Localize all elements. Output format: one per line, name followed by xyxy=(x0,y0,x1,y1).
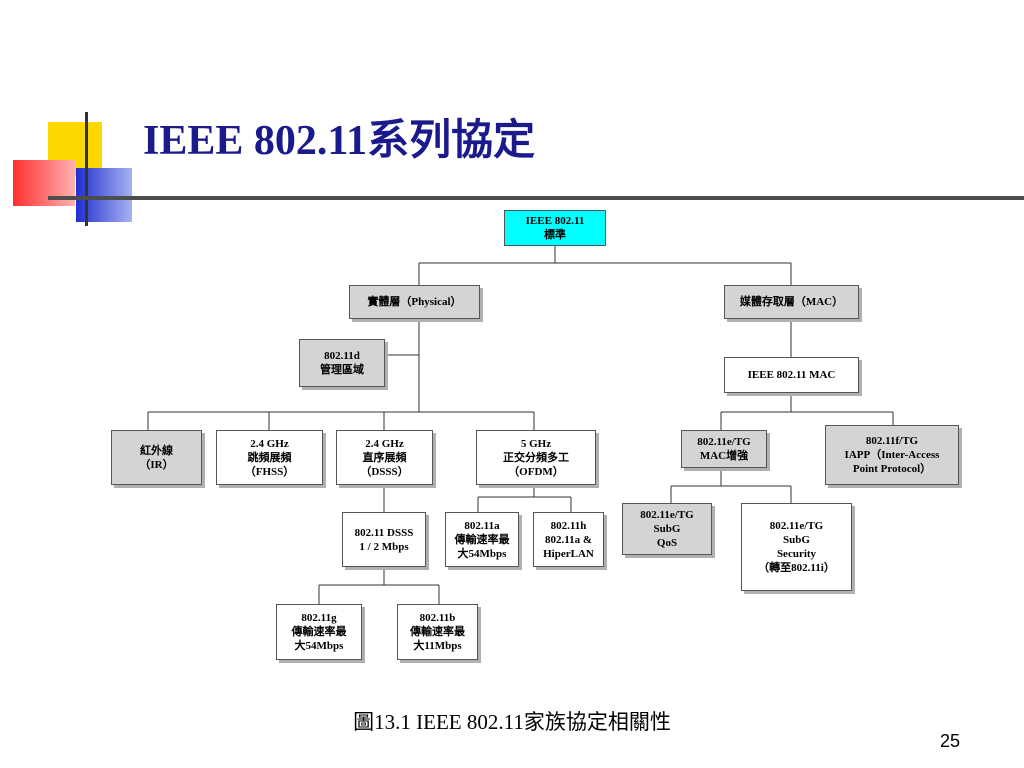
node-fhss: 2.4 GHz 跳頻展頻 （FHSS） xyxy=(216,430,323,485)
node-line: 直序展頻 xyxy=(362,451,407,464)
node-line: 大54Mbps xyxy=(457,547,507,560)
node-802-11f-iapp: 802.11f/TG IAPP（Inter-Access Point Proto… xyxy=(825,425,959,485)
node-ieee-802-11-standard: IEEE 802.11 標準 xyxy=(504,210,606,246)
node-802-11d: 802.11d 管理區域 xyxy=(299,339,385,387)
node-line: （DSSS） xyxy=(360,465,409,478)
node-line: 傳輸速率最 xyxy=(454,533,510,546)
node-line: 2.4 GHz xyxy=(365,437,404,450)
node-line: 大54Mbps xyxy=(294,640,344,652)
title-divider xyxy=(48,196,1024,200)
node-line: 大11Mbps xyxy=(413,640,462,652)
node-line: 跳頻展頻 xyxy=(247,451,292,464)
node-line: 802.11e/TG xyxy=(769,520,824,532)
node-line: 紅外線 xyxy=(140,444,173,457)
node-line: （OFDM） xyxy=(508,465,564,478)
node-line: （FHSS） xyxy=(244,465,295,478)
node-line: 802.11h xyxy=(550,519,587,532)
node-line: 802.11a & xyxy=(544,533,593,546)
node-line: （IR） xyxy=(139,458,174,471)
logo-vertical-bar xyxy=(85,112,88,226)
node-line: 2.4 GHz xyxy=(250,437,289,450)
node-physical-layer: 實體層（Physical） xyxy=(349,285,480,319)
node-line: 802.11g xyxy=(301,612,337,624)
node-ofdm: 5 GHz 正交分頻多工 （OFDM） xyxy=(476,430,596,485)
node-ieee-802-11-mac: IEEE 802.11 MAC xyxy=(724,357,859,393)
node-802-11-dsss-1-2: 802.11 DSSS 1 / 2 Mbps xyxy=(342,512,426,567)
node-802-11e-security: 802.11e/TG SubG Security （轉至802.11i） xyxy=(741,503,852,591)
node-line: HiperLAN xyxy=(543,547,594,560)
node-line: 802.11a xyxy=(464,519,500,532)
node-line: Point Protocol） xyxy=(852,463,932,475)
node-line: （轉至802.11i） xyxy=(758,562,835,574)
node-line: 802.11d xyxy=(324,350,360,362)
node-line: 802.11 DSSS xyxy=(354,526,414,539)
node-802-11a: 802.11a 傳輸速率最 大54Mbps xyxy=(445,512,519,567)
node-line: 實體層（Physical） xyxy=(367,296,462,308)
node-line: IEEE 802.11 xyxy=(525,215,585,227)
node-802-11g: 802.11g 傳輸速率最 大54Mbps xyxy=(276,604,362,660)
node-802-11e-qos: 802.11e/TG SubG QoS xyxy=(622,503,712,555)
node-802-11e-mac: 802.11e/TG MAC增強 xyxy=(681,430,767,468)
node-mac-layer: 媒體存取層（MAC） xyxy=(724,285,859,319)
node-line: SubG xyxy=(653,523,681,535)
node-infrared: 紅外線 （IR） xyxy=(111,430,202,485)
node-line: 媒體存取層（MAC） xyxy=(739,296,844,308)
node-line: MAC增強 xyxy=(699,450,749,462)
node-line: 5 GHz xyxy=(520,437,552,450)
node-line: SubG xyxy=(783,534,810,546)
node-802-11b: 802.11b 傳輸速率最 大11Mbps xyxy=(397,604,478,660)
node-line: 管理區域 xyxy=(320,364,364,376)
node-802-11h: 802.11h 802.11a & HiperLAN xyxy=(533,512,604,567)
node-dsss: 2.4 GHz 直序展頻 （DSSS） xyxy=(336,430,433,485)
node-line: QoS xyxy=(656,537,678,549)
node-line: 傳輸速率最 xyxy=(410,626,465,638)
slide-title: IEEE 802.11系列協定 xyxy=(143,118,536,164)
page-number: 25 xyxy=(939,731,960,751)
node-line: 802.11b xyxy=(419,612,456,624)
node-line: 802.11e/TG xyxy=(640,509,694,521)
node-line: 802.11f/TG xyxy=(865,435,919,447)
node-line: IEEE 802.11 MAC xyxy=(747,369,836,381)
node-line: Security xyxy=(776,548,817,560)
node-line: 正交分頻多工 xyxy=(503,451,569,464)
node-line: 1 / 2 Mbps xyxy=(359,540,409,553)
figure-caption: 圖13.1 IEEE 802.11家族協定相關性 xyxy=(353,710,671,734)
node-line: 標準 xyxy=(544,229,566,241)
node-line: 傳輸速率最 xyxy=(291,626,347,638)
node-line: IAPP（Inter-Access xyxy=(844,449,940,461)
node-line: 802.11e/TG xyxy=(697,436,751,448)
